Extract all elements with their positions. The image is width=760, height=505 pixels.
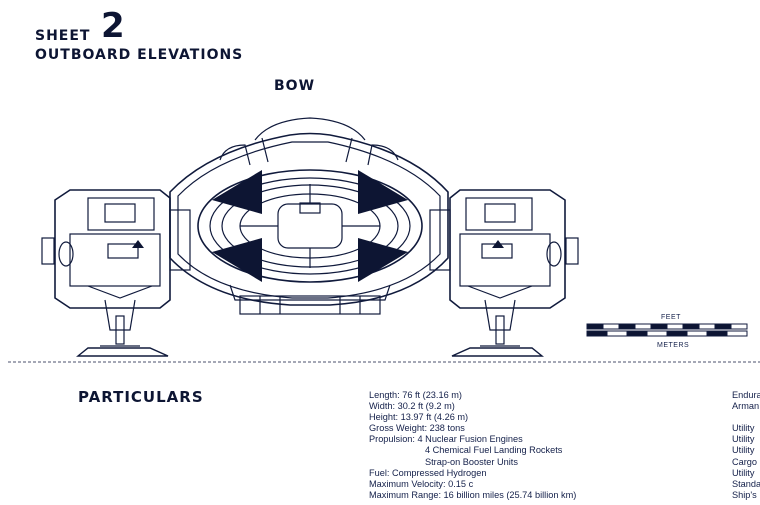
particulars-specs-left: Length: 76 ft (23.16 m) Width: 30.2 ft (… <box>369 390 576 501</box>
spec-line: Endura <box>732 390 760 400</box>
spec-line: 4 Chemical Fuel Landing Rockets <box>425 445 563 456</box>
spec-line: Maximum Range: 16 billion miles (25.74 b… <box>369 489 577 500</box>
spec-line: Gross Weight: 238 tons <box>369 423 465 434</box>
spec-line: Width: 30.2 ft (9.2 m) <box>369 401 455 412</box>
scale-bar <box>586 323 748 337</box>
particulars-specs-right: Endura Arman Utility Utility Utility Car… <box>732 390 760 501</box>
spec-line: Utility <box>732 423 755 434</box>
window-panes <box>132 170 504 282</box>
sheet-subtitle: OUTBOARD ELEVATIONS <box>35 47 244 63</box>
spec-line: Standa <box>732 478 760 489</box>
spec-line: Utility <box>732 434 755 445</box>
spec-line: Propulsion: 4 Nuclear Fusion Engines <box>369 434 523 445</box>
spec-line: Utility <box>732 445 755 456</box>
spec-line: Height: 13.97 ft (4.26 m) <box>369 412 469 423</box>
spec-line: Length: 76 ft (23.16 m) <box>369 390 462 400</box>
particulars-heading: PARTICULARS <box>78 388 204 406</box>
spec-line: Arman <box>732 401 760 412</box>
spec-line <box>732 412 760 423</box>
spec-line: Ship's <box>732 489 757 500</box>
spec-line: Cargo <box>732 456 758 467</box>
ship-hull <box>8 117 760 363</box>
spec-line: Utility <box>732 467 755 478</box>
sheet-number: 2 <box>101 6 125 46</box>
spec-line: Fuel: Compressed Hydrogen <box>369 467 487 478</box>
sheet-label: SHEET <box>35 28 91 44</box>
view-label: BOW <box>274 78 316 94</box>
spec-line: Maximum Velocity: 0.15 c <box>369 478 474 489</box>
spec-line: Strap-on Booster Units <box>425 456 518 467</box>
scale-feet-label: FEET <box>661 314 681 321</box>
scale-meters-label: METERS <box>657 342 690 349</box>
